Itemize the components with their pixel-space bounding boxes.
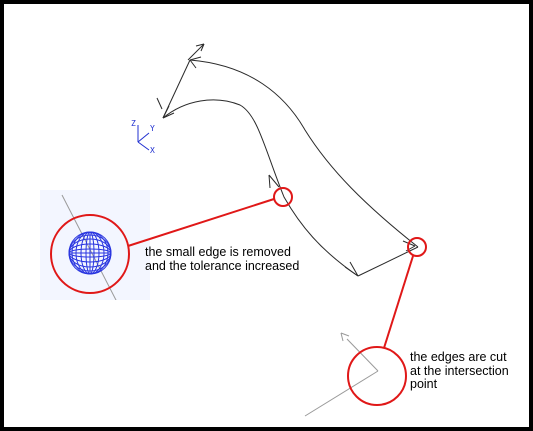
y-axis-label: Y bbox=[150, 124, 155, 133]
construction-line bbox=[346, 338, 379, 372]
y-axis bbox=[137, 132, 150, 143]
small-edge-leader bbox=[127, 198, 275, 247]
outer-edge bbox=[189, 59, 419, 248]
small-edge-inset bbox=[40, 190, 150, 300]
arrowhead bbox=[156, 97, 163, 110]
axis-triad bbox=[137, 125, 150, 151]
intersection-marker bbox=[407, 237, 427, 257]
construction-arrowhead bbox=[340, 332, 350, 342]
surface-edges bbox=[162, 43, 419, 277]
x-axis bbox=[137, 141, 150, 151]
small-edge-annotation: the small edge is removed and the tolera… bbox=[145, 245, 300, 273]
arrowhead bbox=[189, 56, 202, 69]
edge-arrows bbox=[156, 43, 416, 277]
inner-edge bbox=[162, 99, 359, 277]
intersection-callout-circle bbox=[347, 346, 407, 406]
arrowhead bbox=[344, 261, 359, 277]
bottom-edge bbox=[357, 246, 419, 277]
arrowhead bbox=[162, 105, 175, 119]
intersection-leader bbox=[383, 255, 414, 349]
arrowhead bbox=[268, 174, 280, 189]
arrowhead bbox=[195, 43, 205, 52]
z-axis-label: Z bbox=[131, 119, 136, 128]
small-edge-marker bbox=[273, 187, 293, 207]
callouts bbox=[50, 187, 427, 406]
stub-edge bbox=[187, 43, 205, 61]
construction-line bbox=[304, 370, 379, 417]
tolerance-sphere bbox=[68, 231, 112, 275]
small-edge-callout-circle bbox=[50, 214, 130, 294]
intersection-annotation: the edges are cut at the intersection po… bbox=[410, 350, 509, 391]
x-axis-label: X bbox=[150, 146, 155, 155]
intersection-inset bbox=[304, 332, 379, 417]
